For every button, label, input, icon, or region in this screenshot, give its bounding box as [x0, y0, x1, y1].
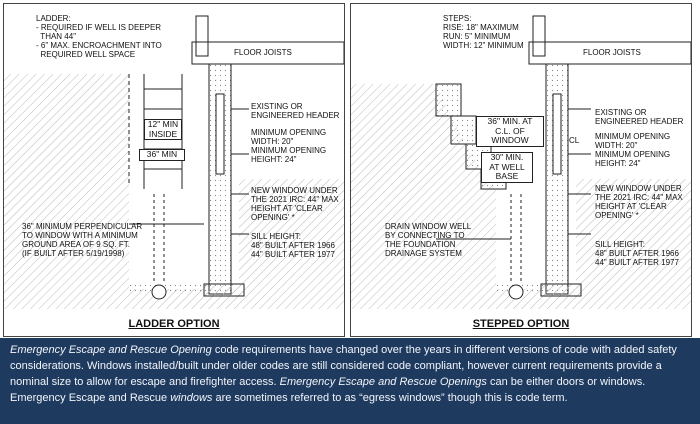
dim-36-min: 36" MIN [139, 149, 185, 161]
ladder-option-caption: LADDER OPTION [128, 318, 220, 330]
ladder-requirements-note: LADDER: - REQUIRED IF WELL IS DEEPER THA… [36, 14, 162, 59]
footer-text-3: are sometimes referred to as “egress win… [212, 392, 568, 404]
stepped-section-drawing [351, 15, 691, 309]
dim-36-at-centerline: 36" MIN. AT C.L. OF WINDOW [476, 116, 544, 147]
centerline-label: CL [569, 136, 580, 145]
perpendicular-note: 36" MINIMUM PERPENDICULAR TO WINDOW WITH… [22, 222, 143, 258]
dim-12-min-inside: 12" MIN INSIDE [144, 119, 182, 140]
sill-height-label: SILL HEIGHT: 48" BUILT AFTER 1966 44" BU… [595, 240, 679, 267]
sill-height-label: SILL HEIGHT: 48" BUILT AFTER 1966 44" BU… [251, 232, 335, 259]
ladder-option-panel: LADDER: - REQUIRED IF WELL IS DEEPER THA… [3, 3, 345, 337]
ladder-section-drawing [4, 15, 344, 309]
min-opening-label: MINIMUM OPENING WIDTH: 20" MINIMUM OPENI… [251, 128, 327, 164]
floor-joists-label: FLOOR JOISTS [234, 48, 292, 57]
stepped-option-caption: STEPPED OPTION [472, 318, 570, 330]
footer-text-1: code requirements have changed over the … [10, 344, 677, 388]
steps-requirements-note: STEPS: RISE: 18" MAXIMUM RUN: 5" MINIMUM… [443, 14, 524, 50]
footer-term-2: Emergency Escape and Rescue Openings [279, 376, 487, 388]
header-label: EXISTING OR ENGINEERED HEADER [595, 108, 684, 126]
new-window-label: NEW WINDOW UNDER THE 2021 IRC: 44" MAX H… [251, 186, 339, 222]
footer-text-2: can be either doors or windows. Emergenc… [10, 376, 646, 404]
footer-term-3: windows [170, 392, 213, 404]
footer-term-1: Emergency Escape and Rescue Opening [10, 344, 212, 356]
drain-note: DRAIN WINDOW WELL BY CONNECTING TO THE F… [385, 222, 472, 258]
floor-joists-label: FLOOR JOISTS [583, 48, 641, 57]
min-opening-label: MINIMUM OPENING WIDTH: 20" MINIMUM OPENI… [595, 132, 671, 168]
new-window-label: NEW WINDOW UNDER THE 2021 IRC: 44" MAX H… [595, 184, 683, 220]
header-label: EXISTING OR ENGINEERED HEADER [251, 102, 340, 120]
footer-description: Emergency Escape and Rescue Opening code… [0, 338, 700, 424]
dim-30-at-well-base: 30" MIN. AT WELL BASE [481, 152, 533, 183]
stepped-option-panel: STEPS: RISE: 18" MAXIMUM RUN: 5" MINIMUM… [350, 3, 692, 337]
